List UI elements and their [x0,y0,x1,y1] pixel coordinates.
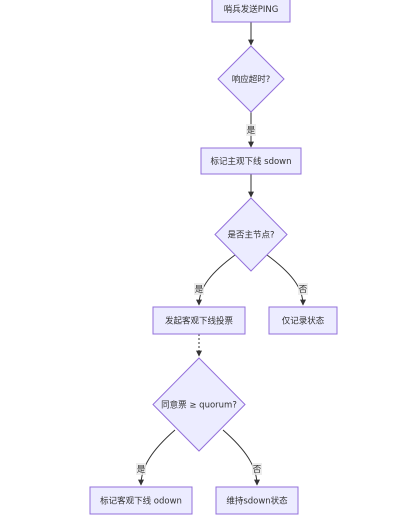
edge-master-to-log [266,254,306,306]
edge-label-master-no-text: 否 [299,285,308,295]
edge-quorum-to-odown [138,429,176,486]
edge-quorum-to-keep [222,429,260,486]
node-start-vote-label: 发起客观下线投票 [165,316,234,327]
node-quorum-check-label: 同意票 ≥ quorum? [161,400,237,411]
edge-labels: 是 是 否 是 否 [136,124,308,475]
edge-label-quorum-no-text: 否 [253,465,262,475]
edge-label-quorum-no: 否 [252,463,262,475]
edge-master-to-vote [196,254,236,306]
edge-label-timeout-yes: 是 [246,124,256,136]
node-quorum-check: 同意票 ≥ quorum? [152,357,246,452]
node-send-ping-label: 哨兵发送PING [224,4,279,15]
edge-label-quorum-yes-text: 是 [137,465,146,475]
node-mark-odown: 标记客观下线 odown [89,486,193,515]
node-keep-sdown-label: 维持sdown状态 [226,496,288,507]
node-log-only-label: 仅记录状态 [282,316,325,327]
node-timeout-check: 响应超时? [217,45,285,113]
node-send-ping: 哨兵发送PING [211,0,291,23]
node-start-vote: 发起客观下线投票 [152,306,246,335]
node-mark-sdown-label: 标记主观下线 sdown [210,156,291,167]
edge-label-master-yes: 是 [194,283,204,295]
edge-label-master-no: 否 [298,283,308,295]
edge-label-quorum-yes: 是 [136,463,146,475]
node-mark-sdown: 标记主观下线 sdown [200,147,302,175]
node-log-only: 仅记录状态 [268,306,338,335]
edge-label-timeout-yes-text: 是 [247,126,256,136]
edges [138,22,306,486]
edge-label-master-yes-text: 是 [195,285,204,295]
node-timeout-check-label: 响应超时? [232,74,271,85]
node-is-master-label: 是否主节点? [227,230,274,241]
node-is-master: 是否主节点? [214,197,288,272]
node-mark-odown-label: 标记客观下线 odown [100,496,182,507]
node-keep-sdown: 维持sdown状态 [215,486,299,515]
nodes: 哨兵发送PING 响应超时? 标记主观下线 sdown 是否主节点? 发起客观下… [89,0,338,515]
